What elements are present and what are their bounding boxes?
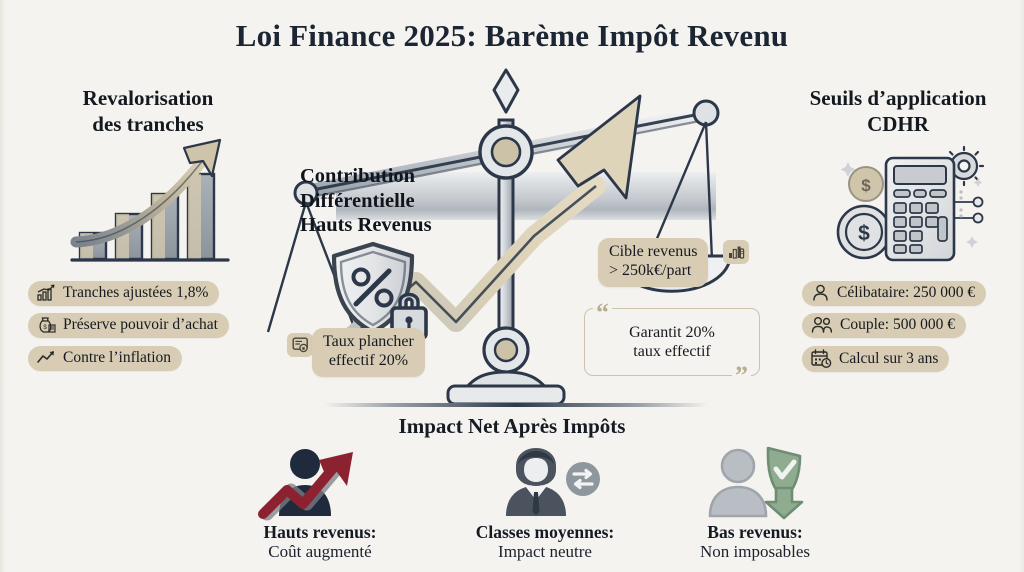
left-heading-line-1: Revalorisation — [82, 86, 214, 110]
callout-line-2: effectif 20% — [328, 351, 409, 369]
pill-label: Couple: 500 000 € — [840, 316, 955, 334]
callout-line-1: Taux plancher — [323, 333, 414, 350]
persona-subtitle: Impact neutre — [498, 542, 592, 562]
quote-line-2: taux effectif — [633, 343, 711, 361]
svg-text:$: $ — [858, 222, 870, 245]
left-heading-line-2: des tranches — [92, 111, 204, 136]
single-person-icon — [811, 284, 830, 302]
persona-subtitle: Coût augmenté — [268, 542, 372, 562]
pill-preserve-pouvoir-achat[interactable]: $ Préserve pouvoir d’achat — [28, 313, 229, 338]
page-title: Loi Finance 2025: Barème Impôt Revenu — [235, 18, 789, 53]
person-suit-with-exchange-arrows-icon — [440, 440, 650, 518]
persona-bas-revenus: Bas revenus: Non imposables — [650, 440, 860, 562]
persona-title: Hauts revenus: — [263, 522, 377, 542]
person-grey-with-green-shield-down-arrow-icon — [650, 440, 860, 520]
left-column-heading: Revalorisation des tranches — [22, 86, 274, 137]
left-edge-strip — [0, 0, 7, 572]
pill-label: Préserve pouvoir d’achat — [63, 316, 218, 334]
callout-line-1: Cible revenus — [609, 243, 698, 260]
center-heading-line-1: Contribution — [300, 165, 416, 187]
pill-calcul-sur-3-ans[interactable]: Calcul sur 3 ans — [802, 346, 950, 372]
quote-line-1: Garantit 20% — [629, 324, 715, 341]
tax-badge-icon — [287, 333, 313, 357]
pill-couple-seuil[interactable]: Couple: 500 000 € — [802, 313, 966, 338]
callout-line-2: > 250k€/part — [609, 261, 692, 279]
right-column-heading: Seuils d’application CDHR — [778, 86, 1018, 137]
person-dark-with-red-up-arrow-icon — [215, 440, 425, 521]
pill-label: Tranches ajustées 1,8% — [63, 284, 209, 301]
pill-tranches-ajustees[interactable]: Tranches ajustées 1,8% — [28, 281, 220, 306]
persona-title: Bas revenus: — [707, 522, 803, 542]
bar-chart-growth-icon — [37, 284, 56, 302]
bar-chart-badge-icon — [723, 240, 749, 264]
pill-celibataire-seuil[interactable]: Célibataire: 250 000 € — [802, 281, 987, 306]
center-heading: Contribution Différentielle Hauts Revenu… — [300, 164, 490, 238]
pill-label: Contre l’inflation — [63, 349, 172, 366]
bottom-section-heading: Impact Net Après Impôts — [398, 414, 626, 438]
persona-hauts-revenus: Hauts revenus: Coût augmenté — [215, 440, 425, 562]
calendar-clock-icon — [811, 349, 832, 369]
right-edge-strip — [1019, 0, 1024, 572]
persona-subtitle: Non imposables — [699, 542, 811, 562]
two-persons-icon — [811, 316, 833, 334]
quote-open-mark: “ — [593, 300, 612, 326]
right-heading-line-2: CDHR — [867, 111, 929, 136]
center-heading-line-2: Différentielle — [300, 189, 415, 212]
center-heading-line-3: Hauts Revenus — [300, 214, 432, 237]
pill-label: Calcul sur 3 ans — [839, 349, 939, 367]
callout-cible-revenus[interactable]: Cible revenus > 250k€/part — [598, 238, 709, 287]
trend-up-arrow-icon — [37, 350, 56, 365]
right-heading-line-1: Seuils d’application — [809, 86, 987, 110]
pill-label: Célibataire: 250 000 € — [837, 284, 976, 302]
money-bag-icon: $ — [37, 316, 56, 334]
pill-contre-inflation[interactable]: Contre l’inflation — [28, 346, 183, 371]
quote-garantit-20-taux-effectif: “ Garantit 20% taux effectif ” — [584, 300, 760, 390]
svg-text:$: $ — [861, 176, 871, 195]
persona-classes-moyennes: Classes moyennes: Impact neutre — [440, 440, 650, 562]
growth-bar-chart-illustration — [60, 130, 250, 270]
persona-title: Classes moyennes: — [475, 522, 615, 542]
calculator-illustration: $ $ — [828, 140, 998, 270]
callout-taux-plancher[interactable]: Taux plancher effectif 20% — [312, 328, 425, 377]
quote-close-mark: ” — [732, 363, 751, 390]
svg-text:$: $ — [43, 325, 47, 331]
